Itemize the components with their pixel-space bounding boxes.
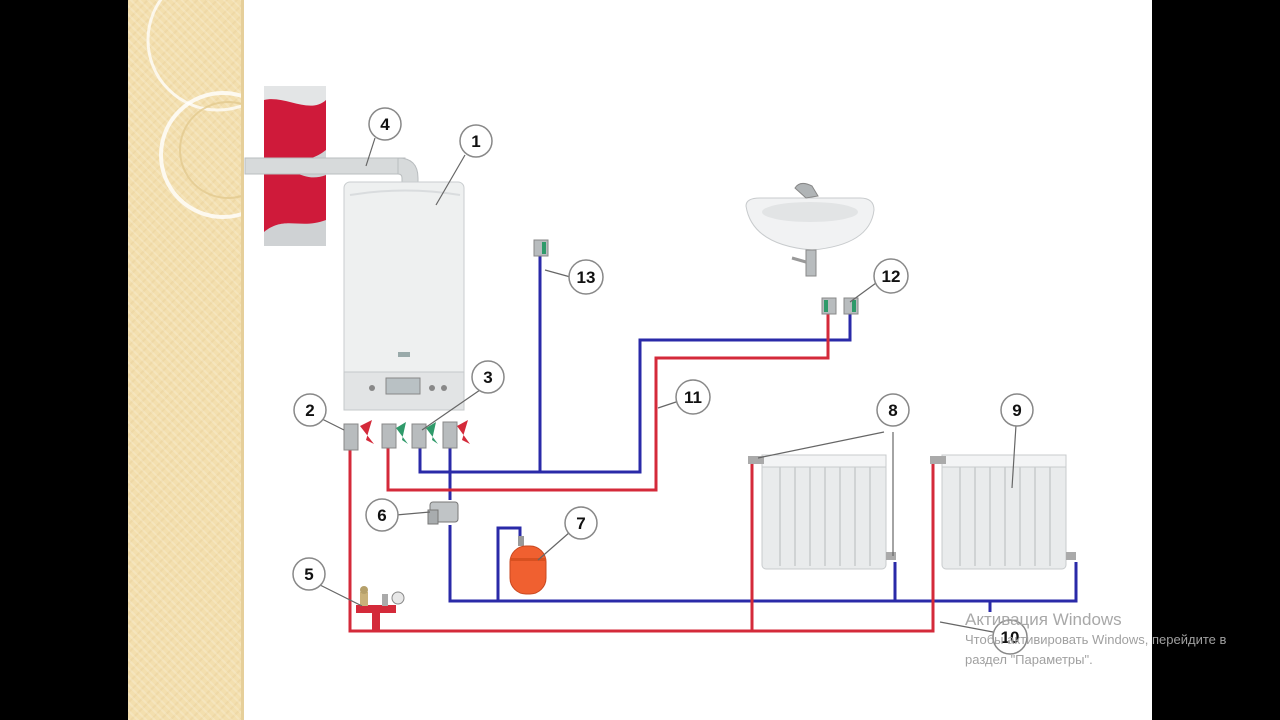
callout-10-label: 10: [1001, 628, 1020, 647]
leader-lines: [319, 137, 1017, 633]
ball-valve-icon: [442, 420, 470, 449]
decorative-side-panel: [128, 0, 290, 720]
ball-valve-icon: [343, 420, 374, 451]
callout-2: 2: [293, 393, 327, 427]
safety-group-icon: [356, 586, 405, 630]
callout-10: 10: [992, 619, 1028, 655]
washbasin-icon: [745, 182, 875, 277]
callout-11-label: 11: [684, 388, 702, 407]
callout-2-label: 2: [305, 401, 314, 420]
radiator-icon: [748, 454, 896, 570]
tap-icon: [533, 239, 549, 257]
callout-5-label: 5: [304, 565, 313, 584]
tap-icon: [821, 297, 837, 315]
expansion-tank-icon: [509, 536, 547, 595]
callout-13: 13: [568, 259, 604, 295]
callout-6: 6: [365, 498, 399, 532]
callout-12-label: 12: [882, 267, 901, 286]
tap-icon: [843, 297, 859, 315]
slide: 1 2 3 4 5 6 7 8: [128, 0, 1152, 720]
callout-3: 3: [471, 360, 505, 394]
callout-11: 11: [675, 379, 711, 415]
callout-9-label: 9: [1012, 401, 1021, 420]
heating-system-diagram: 1 2 3 4 5 6 7 8: [244, 86, 1078, 655]
ball-valve-icon: [411, 422, 438, 449]
callout-4-label: 4: [380, 115, 390, 134]
callout-1-label: 1: [471, 132, 480, 151]
callout-8: 8: [876, 393, 910, 427]
side-panel-edge: [241, 0, 244, 720]
callout-3-label: 3: [483, 368, 492, 387]
callout-7-label: 7: [576, 514, 585, 533]
callout-1: 1: [459, 124, 493, 158]
boiler-icon: [343, 181, 465, 411]
callout-6-label: 6: [377, 506, 386, 525]
callout-8-label: 8: [888, 401, 897, 420]
callout-4: 4: [368, 107, 402, 141]
supply-pipe: [348, 312, 935, 633]
filter-icon: [427, 501, 459, 525]
callout-5: 5: [292, 557, 326, 591]
callout-13-label: 13: [577, 268, 596, 287]
callout-12: 12: [873, 258, 909, 294]
ball-valve-icon: [381, 422, 408, 449]
callout-9: 9: [1000, 393, 1034, 427]
radiator-icon: [930, 454, 1076, 570]
callout-7: 7: [564, 506, 598, 540]
